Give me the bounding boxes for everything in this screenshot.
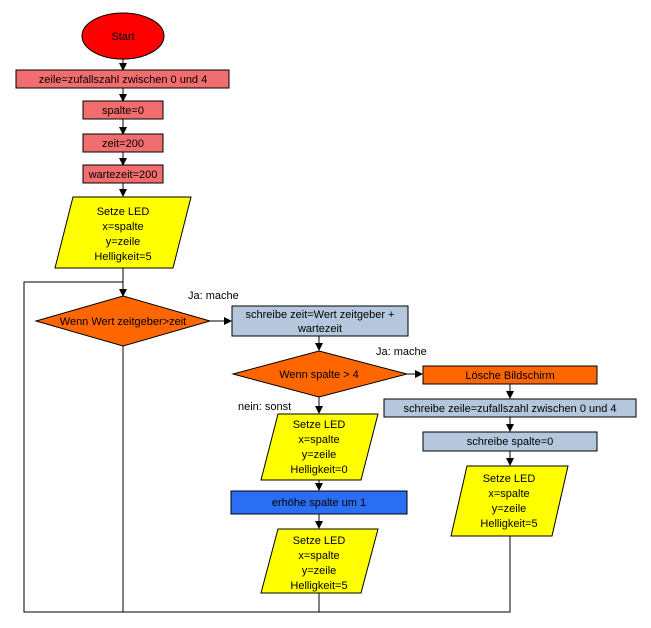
zeit-box [82, 133, 164, 153]
zeit-label: zeit=200 [102, 138, 144, 150]
node-schreibe-zeile: schreibe zeile=zufallszahl zwischen 0 un… [383, 398, 637, 418]
wenn-spalte-diamond [231, 350, 409, 398]
setze-r-line-2: x=spalte [488, 488, 529, 500]
node-loesche: Lösche Bildschirm [422, 365, 598, 385]
setze3-line-3: y=zeile [302, 565, 337, 577]
schreibe-zeile-label: schreibe zeile=zufallszahl zwischen 0 un… [403, 403, 616, 415]
node-wenn-zeit: Wenn Wert zeitgeber>zeit [34, 295, 212, 347]
setze3-line-4: Helligkeit=5 [290, 580, 347, 592]
setze2-line-2: x=spalte [298, 434, 339, 446]
schreibe-zeit-box [231, 305, 409, 337]
setze1-line-3: y=zeile [106, 236, 141, 248]
schreibe-zeit-line-2: wartezeit [297, 323, 342, 335]
setze-r-line-1: Setze LED [483, 473, 536, 485]
setze1-line-2: x=spalte [102, 221, 143, 233]
setze1-line-4: Helligkeit=5 [94, 251, 151, 263]
edge-loop-back [23, 281, 123, 613]
setze2-line-3: y=zeile [302, 449, 337, 461]
setze3-shape [260, 528, 379, 594]
node-setze-led-right: Setze LED x=spalte y=zeile Helligkeit=5 [450, 465, 569, 537]
node-setze-led-2: Setze LED x=spalte y=zeile Helligkeit=0 [260, 413, 379, 481]
loesche-box [422, 365, 598, 385]
node-start: Start [81, 12, 165, 60]
node-erhoehe: erhöhe spalte um 1 [230, 490, 408, 515]
wenn-zeit-diamond [34, 295, 212, 347]
wartezeit-label: wartezeit=200 [88, 169, 158, 181]
node-setze-led-1: Setze LED x=spalte y=zeile Helligkeit=5 [54, 196, 192, 269]
node-schreibe-zeit: schreibe zeit=Wert zeitgeber + wartezeit [231, 305, 409, 337]
edge-label-ja-2: Ja: mache [376, 346, 427, 358]
erhoehe-label: erhöhe spalte um 1 [272, 497, 366, 509]
wenn-zeit-label: Wenn Wert zeitgeber>zeit [60, 316, 186, 328]
spalte-label: spalte=0 [102, 105, 144, 117]
setze2-line-1: Setze LED [293, 419, 346, 431]
edge-setzer-bottom [123, 536, 511, 613]
zeile-label: zeile=zufallszahl zwischen 0 und 4 [39, 74, 207, 86]
wartezeit-box [82, 164, 164, 184]
edge-label-nein: nein: sonst [238, 401, 291, 413]
setze3-line-2: x=spalte [298, 550, 339, 562]
node-spalte: spalte=0 [82, 100, 164, 120]
setze1-line-1: Setze LED [97, 206, 150, 218]
setze-r-shape [450, 465, 569, 537]
node-zeile: zeile=zufallszahl zwischen 0 und 4 [15, 69, 230, 89]
erhoehe-box [230, 490, 408, 515]
node-schreibe-spalte: schreibe spalte=0 [422, 431, 598, 452]
connectors [23, 59, 514, 613]
start-ellipse [81, 12, 165, 60]
start-label: Start [111, 31, 134, 43]
setze2-line-4: Helligkeit=0 [290, 464, 347, 476]
setze-r-line-3: y=zeile [492, 503, 527, 515]
schreibe-spalte-box [422, 431, 598, 452]
zeile-box [15, 69, 230, 89]
schreibe-spalte-label: schreibe spalte=0 [467, 436, 554, 448]
setze1-shape [54, 196, 192, 269]
spalte-box [82, 100, 164, 120]
schreibe-zeile-box [383, 398, 637, 418]
node-setze-led-3: Setze LED x=spalte y=zeile Helligkeit=5 [260, 528, 379, 594]
setze3-line-1: Setze LED [293, 535, 346, 547]
node-wenn-spalte: Wenn spalte > 4 [231, 350, 409, 398]
node-zeit: zeit=200 [82, 133, 164, 153]
setze-r-line-4: Helligkeit=5 [480, 518, 537, 530]
loesche-label: Lösche Bildschirm [465, 370, 554, 382]
schreibe-zeit-line-1: schreibe zeit=Wert zeitgeber + [246, 309, 395, 321]
node-wartezeit: wartezeit=200 [82, 164, 164, 184]
setze2-shape [260, 413, 379, 481]
wenn-spalte-label: Wenn spalte > 4 [279, 369, 359, 381]
edge-label-ja-1: Ja: mache [188, 290, 239, 302]
